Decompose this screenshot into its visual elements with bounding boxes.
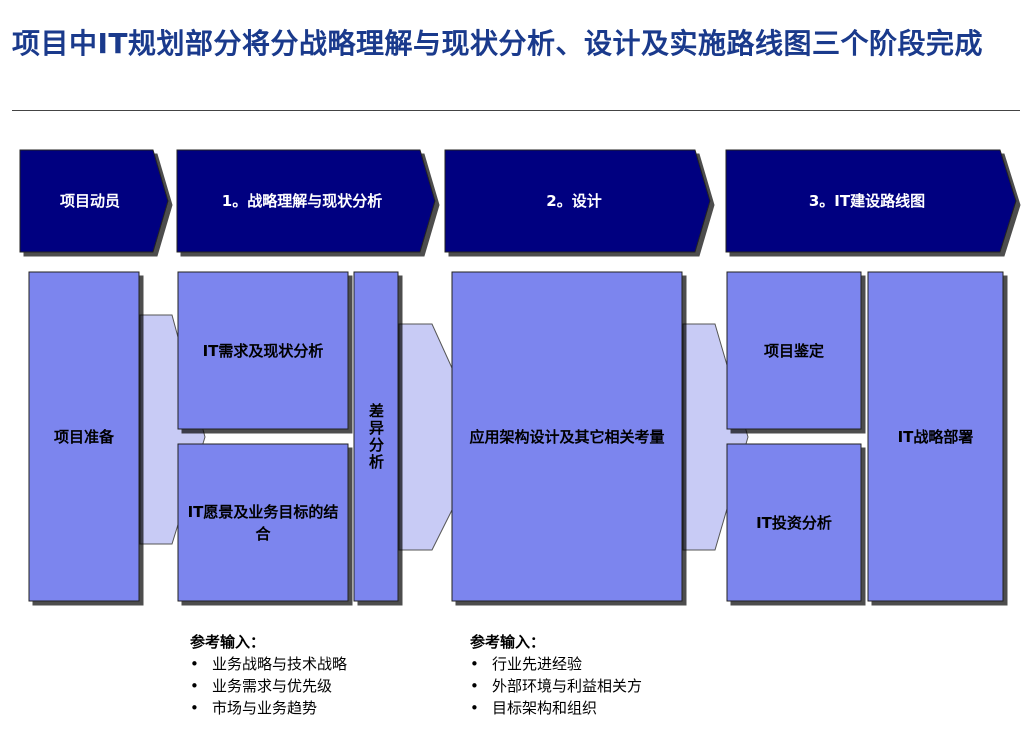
reference-item: 目标架构和组织 <box>470 697 642 719</box>
page-title: 项目中IT规划部分将分战略理解与现状分析、设计及实施路线图三个阶段完成 <box>12 27 984 60</box>
label-gap-analysis: 差异分析 <box>367 402 385 471</box>
box-it-deploy <box>867 271 1004 602</box>
connector-arrow-2 <box>398 323 453 551</box>
label-it-deploy: IT战略部署 <box>897 427 974 446</box>
reference-item: 外部环境与利益相关方 <box>470 675 642 697</box>
phase-chevron-2 <box>176 149 436 253</box>
label-project-prep: 项目准备 <box>53 427 114 446</box>
label-it-invest: IT投资分析 <box>756 513 832 532</box>
box-it-needs <box>177 271 349 430</box>
reference-item: 业务需求与优先级 <box>190 675 347 697</box>
box-project-prep <box>28 271 140 602</box>
phase-label-roadmap: 3。IT建设路线图 <box>808 192 926 210</box>
reference-heading: 参考输入： <box>190 633 266 651</box>
label-it-vision: IT愿景及业务目标的结合 <box>187 502 339 543</box>
phase-chevron-3 <box>444 149 711 253</box>
box-it-vision <box>177 443 349 602</box>
label-it-needs: IT需求及现状分析 <box>202 341 324 360</box>
reference-item: 行业先进经验 <box>470 653 642 675</box>
label-project-assess: 项目鉴定 <box>763 341 824 360</box>
reference-inputs-2: 参考输入： 行业先进经验 外部环境与利益相关方 目标架构和组织 <box>470 631 642 719</box>
reference-item: 市场与业务趋势 <box>190 697 347 719</box>
title-divider <box>12 110 1020 111</box>
box-it-invest <box>726 443 862 602</box>
phase-chevron-1 <box>19 149 169 253</box>
box-gap-analysis <box>353 271 399 602</box>
reference-inputs-1: 参考输入： 业务战略与技术战略 业务需求与优先级 市场与业务趋势 <box>190 631 347 719</box>
reference-heading: 参考输入： <box>470 633 546 651</box>
phase-label-mobilize: 项目动员 <box>59 192 120 210</box>
phase-label-strategy: 1。战略理解与现状分析 <box>221 192 383 210</box>
box-app-arch <box>451 271 683 602</box>
reference-item: 业务战略与技术战略 <box>190 653 347 675</box>
box-project-assess <box>726 271 862 430</box>
label-app-arch: 应用架构设计及其它相关考量 <box>469 427 665 446</box>
phase-chevron-4 <box>725 149 1017 253</box>
phase-label-design: 2。设计 <box>546 192 602 210</box>
